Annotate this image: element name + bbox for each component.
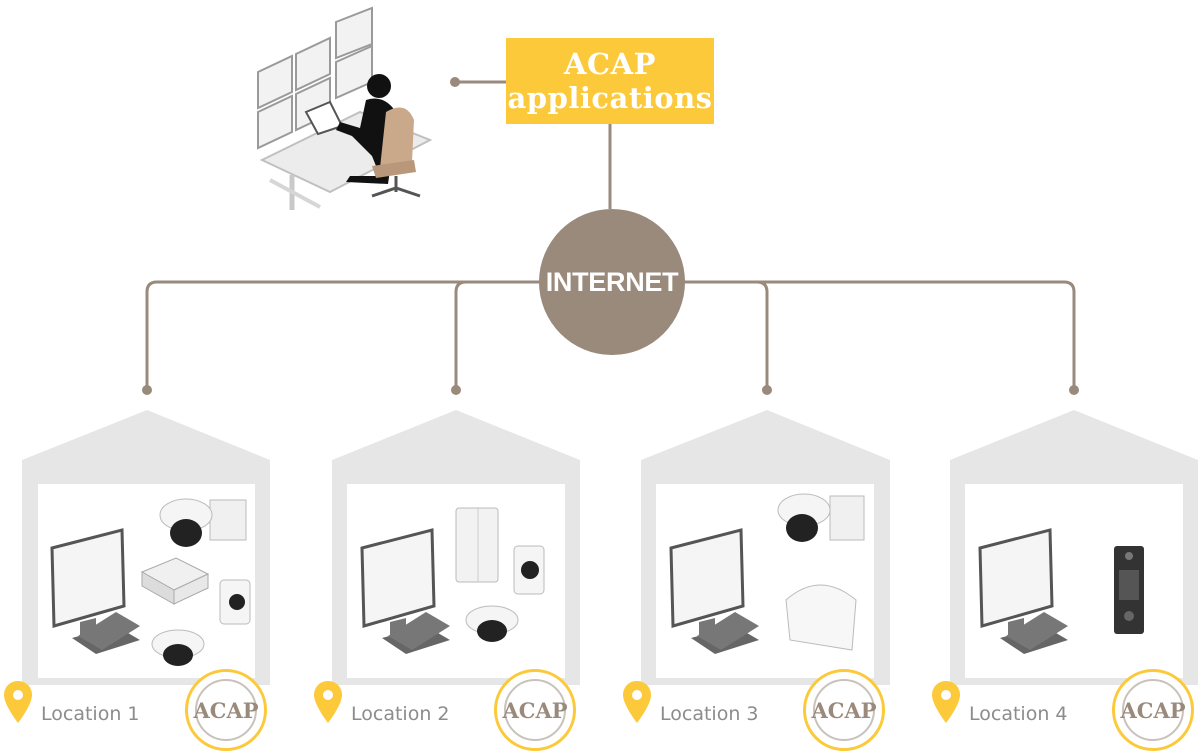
location-1-label: Location 1 (41, 703, 140, 725)
badge-text: ACAP (497, 672, 573, 748)
intercom-icon (1114, 546, 1144, 634)
acap-applications-line2: applications (507, 81, 713, 115)
location-pin-icon (623, 681, 651, 723)
location-3-connector (756, 280, 769, 388)
speaker-icon (785, 584, 857, 651)
keyboard-icon (697, 612, 759, 650)
location-2-connector (454, 280, 467, 388)
location-2-label: Location 2 (351, 703, 450, 725)
location-4-acap-badge: ACAP (1112, 669, 1194, 751)
cube-camera-icon (219, 579, 251, 625)
acap-applications-box: ACAP applications (506, 38, 714, 124)
badge-ring-icon (1122, 679, 1184, 741)
internet-label: INTERNET (545, 266, 679, 297)
dome-camera-icon (465, 605, 519, 642)
location-pin-icon (314, 681, 342, 723)
keyboard-icon (1006, 612, 1068, 650)
location-1-acap-badge: ACAP (185, 669, 267, 751)
wall-unit-icon (455, 507, 499, 583)
dome-camera-icon (151, 629, 205, 666)
security-devices (140, 493, 1144, 666)
keyboard-icon (78, 612, 140, 650)
operator-workstation-illustration (257, 6, 433, 210)
location-3-acap-badge: ACAP (803, 669, 885, 751)
keyboards (78, 612, 1068, 650)
badge-text: ACAP (806, 672, 882, 748)
location-pin-icon (4, 681, 32, 723)
connector-dots (142, 77, 1079, 395)
location-pin-icon (932, 681, 960, 723)
cube-camera-icon (513, 545, 545, 595)
badge-ring-icon (813, 679, 875, 741)
badge-text: ACAP (188, 672, 264, 748)
location-2-acap-badge: ACAP (494, 669, 576, 751)
badge-ring-icon (195, 679, 257, 741)
keyboard-icon (388, 612, 450, 650)
badge-ring-icon (504, 679, 566, 741)
acap-applications-line1: ACAP (564, 47, 656, 81)
encoder-icon (140, 557, 210, 605)
dome-camera-icon (777, 493, 865, 542)
internet-node: INTERNET (539, 209, 685, 355)
badge-text: ACAP (1115, 672, 1191, 748)
location-4-label: Location 4 (969, 703, 1068, 725)
dome-camera-icon (159, 498, 247, 547)
location-pins (4, 681, 960, 723)
location-3-label: Location 3 (660, 703, 759, 725)
